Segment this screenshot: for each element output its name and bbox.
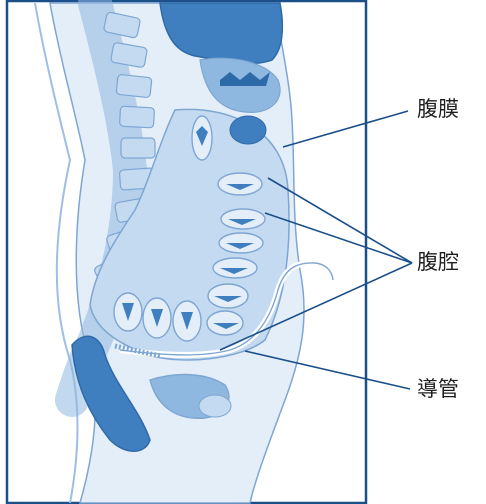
colon-segment	[230, 116, 266, 144]
label-peritoneal-cavity: 腹腔	[417, 252, 459, 273]
label-peritoneum: 腹膜	[417, 99, 459, 120]
pelvic-organ	[199, 395, 231, 417]
label-catheter: 導管	[417, 379, 459, 400]
